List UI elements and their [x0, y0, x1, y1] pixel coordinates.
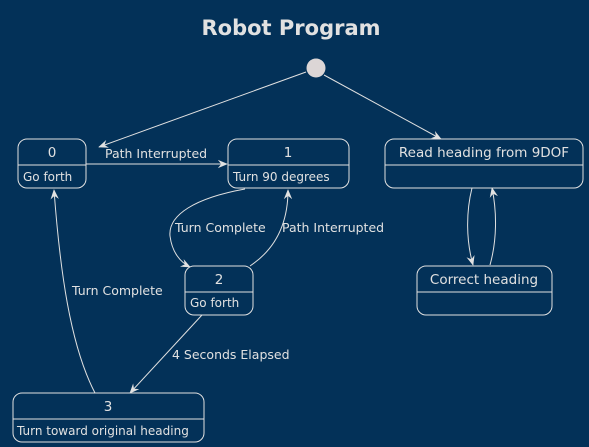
edge-3-to-0 — [50, 189, 96, 394]
state-2: 2 Go forth — [184, 265, 254, 316]
edge-start-to-read — [323, 74, 442, 140]
edge-correct-to-read — [489, 187, 498, 266]
state-3-name: 3 — [104, 399, 113, 415]
state-0-name: 0 — [48, 145, 57, 161]
state-0: 0 Go forth — [17, 138, 87, 189]
state-3-description: Turn toward original heading — [16, 424, 189, 438]
edge-label-1-to-2: Turn Complete — [174, 220, 266, 235]
transitions — [50, 71, 498, 394]
state-1-description: Turn 90 degrees — [232, 170, 330, 184]
state-2-name: 2 — [215, 272, 224, 288]
state-read-heading: Read heading from 9DOF — [384, 138, 584, 189]
state-read-heading-name: Read heading from 9DOF — [399, 145, 569, 161]
state-correct-heading-name: Correct heading — [430, 272, 538, 288]
edge-read-to-correct — [466, 187, 475, 266]
state-correct-heading: Correct heading — [416, 265, 553, 316]
edge-2-to-1 — [249, 189, 293, 267]
state-1: 1 Turn 90 degrees — [227, 138, 350, 189]
edge-start-to-0 — [98, 71, 307, 148]
edge-label-3-to-0: Turn Complete — [71, 283, 163, 298]
edge-label-2-to-1: Path Interrupted — [282, 220, 384, 235]
state-1-name: 1 — [284, 145, 293, 161]
state-3: 3 Turn toward original heading — [12, 392, 205, 443]
edge-2-to-3 — [129, 314, 203, 394]
initial-node — [306, 58, 326, 78]
edge-label-0-to-1: Path Interrupted — [105, 146, 207, 161]
state-2-description: Go forth — [190, 296, 239, 310]
state-0-description: Go forth — [23, 170, 72, 184]
edge-label-2-to-3: 4 Seconds Elapsed — [172, 347, 290, 362]
diagram-title: Robot Program — [201, 16, 380, 40]
transition-labels: Path Interrupted Turn Complete Path Inte… — [71, 146, 384, 362]
edge-1-to-2 — [169, 188, 246, 268]
